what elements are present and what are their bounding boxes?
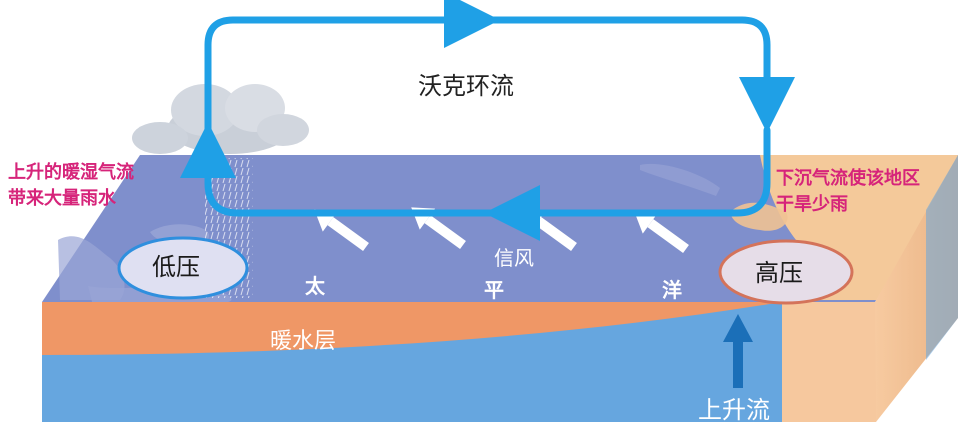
low-pressure-ellipse	[117, 236, 249, 300]
left-annotation-line-2: 带来大量雨水	[8, 188, 116, 210]
cloud-icon	[132, 84, 309, 154]
right-annotation: 下沉气流使该地区 干旱少雨	[776, 166, 920, 218]
low-pressure-label: 低压	[152, 253, 200, 281]
high-pressure-label: 高压	[755, 259, 803, 287]
right-annotation-line-1: 下沉气流使该地区	[776, 168, 920, 189]
side-face-water	[926, 155, 958, 360]
ocean-label-char-2: 平	[484, 278, 504, 302]
east-coast-cross-section	[782, 302, 876, 422]
left-annotation-line-1: 上升的暖湿气流	[8, 162, 134, 183]
ocean-label-char-1: 太	[305, 274, 325, 298]
high-pressure-ellipse	[718, 239, 854, 305]
upwelling-arrow	[723, 314, 753, 388]
diagram-title: 沃克环流	[418, 72, 514, 100]
warm-layer-label: 暖水层	[270, 329, 337, 354]
ocean-label-char-3: 洋	[662, 278, 682, 302]
walker-circulation-loop	[180, 0, 795, 241]
upwelling-label: 上升流	[698, 396, 770, 424]
left-annotation: 上升的暖湿气流 带来大量雨水	[8, 160, 134, 212]
right-annotation-line-2: 干旱少雨	[776, 194, 848, 216]
trade-wind-label: 信风	[494, 246, 534, 270]
deep-water	[42, 302, 782, 422]
